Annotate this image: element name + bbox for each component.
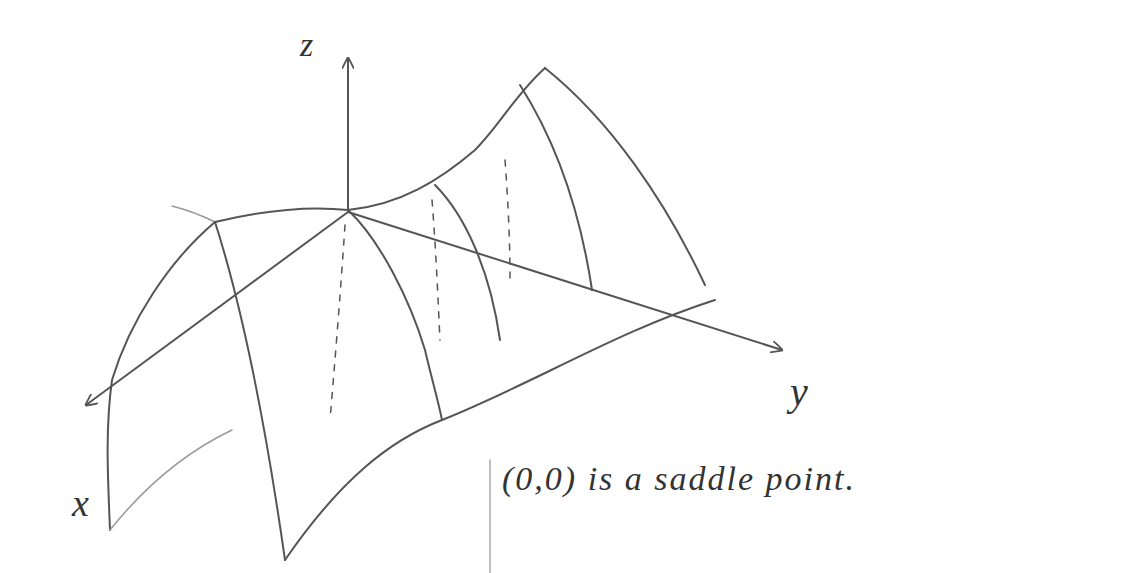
surface-cross-section [108,222,215,530]
x-axis [86,212,348,405]
surface-cross-section [545,68,705,285]
surface-edge [110,430,232,530]
note-text: (0,0) is a saddle point. [502,462,856,496]
surface-edge [172,206,215,222]
axis-label: x [72,484,89,522]
hidden-line [330,225,345,420]
surface-bottom-curve [285,300,715,560]
surface-cross-section [348,210,442,420]
separator-line [489,460,491,573]
surface-cross-section [435,185,500,340]
axis-label: y [790,372,808,412]
hidden-line [432,200,440,340]
surface-cross-section [520,85,592,290]
y-axis [348,212,782,350]
z-axis [347,58,349,212]
hidden-line [505,160,510,280]
surface-top-curve [215,68,545,222]
axis-label: z [300,28,313,62]
surface-cross-section [215,222,285,560]
